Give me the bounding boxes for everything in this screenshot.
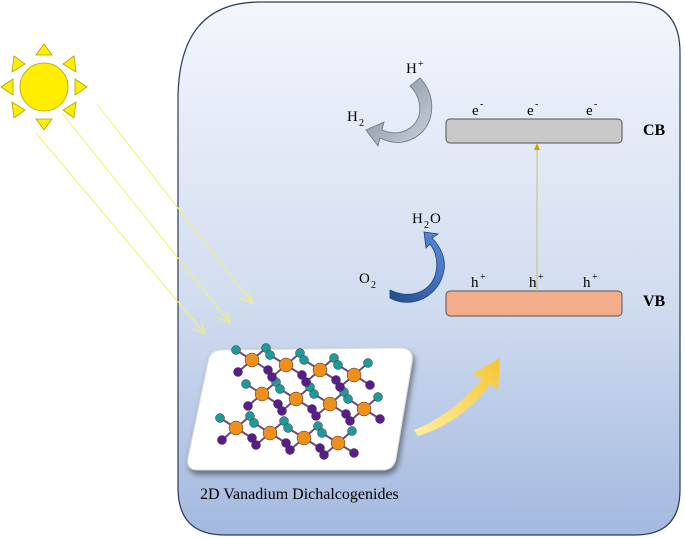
purple-chalcogen-atom xyxy=(217,435,227,445)
vanadium-atom xyxy=(278,357,294,373)
purple-chalcogen-atom xyxy=(335,382,345,392)
teal-chalcogen-atom xyxy=(215,413,225,423)
h-plus-base: H xyxy=(406,61,417,77)
cb-label: CB xyxy=(643,122,666,139)
valence-band xyxy=(445,290,623,317)
sun-icon xyxy=(0,43,88,131)
curved-arrow-blue xyxy=(389,231,445,303)
h2-subscript: 2 xyxy=(359,118,364,129)
crystal-platform xyxy=(187,347,413,471)
teal-chalcogen-atom xyxy=(333,360,343,370)
vanadium-atom xyxy=(356,401,372,417)
teal-chalcogen-atom xyxy=(343,394,353,404)
purple-chalcogen-atom xyxy=(319,450,329,460)
h2o-h: H xyxy=(412,211,423,227)
purple-chalcogen-atom xyxy=(267,372,277,382)
hole-1: h xyxy=(471,275,479,291)
purple-chalcogen-atom xyxy=(277,406,287,416)
purple-chalcogen-atom xyxy=(233,367,243,377)
hole-3-charge: + xyxy=(592,272,598,283)
purple-chalcogen-atom xyxy=(345,416,355,426)
teal-chalcogen-atom xyxy=(275,384,285,394)
teal-chalcogen-atom xyxy=(265,350,275,360)
hole-2-charge: + xyxy=(538,272,544,283)
vanadium-atom xyxy=(322,396,338,412)
vanadium-atom xyxy=(330,435,346,451)
purple-chalcogen-atom xyxy=(251,440,261,450)
teal-chalcogen-atom xyxy=(373,392,383,402)
teal-chalcogen-atom xyxy=(231,345,241,355)
purple-chalcogen-atom xyxy=(365,380,375,390)
purple-chalcogen-atom xyxy=(243,401,253,411)
purple-chalcogen-atom xyxy=(349,448,359,458)
h2o-subscript: 2 xyxy=(424,220,429,231)
crystal-lattice xyxy=(215,343,385,460)
teal-chalcogen-atom xyxy=(241,379,251,389)
h2-base: H xyxy=(347,109,358,125)
vanadium-atom xyxy=(312,362,328,378)
teal-chalcogen-atom xyxy=(309,389,319,399)
electron-3-charge: - xyxy=(594,99,598,110)
vanadium-atom xyxy=(288,391,304,407)
electron-1: e xyxy=(472,103,479,119)
vanadium-atom xyxy=(296,430,312,446)
teal-chalcogen-atom xyxy=(363,358,373,368)
teal-chalcogen-atom xyxy=(283,423,293,433)
vb-label: VB xyxy=(643,293,666,310)
electron-2-charge: - xyxy=(535,99,539,110)
excitation-arrow xyxy=(534,143,540,291)
h-plus-charge: + xyxy=(418,59,424,70)
gold-arrow xyxy=(414,358,500,436)
electron-1-charge: - xyxy=(480,99,484,110)
o2-base: O xyxy=(359,271,370,287)
vanadium-atom xyxy=(228,420,244,436)
teal-chalcogen-atom xyxy=(249,418,259,428)
h2o-o: O xyxy=(430,211,441,227)
hole-2: h xyxy=(529,275,537,291)
purple-chalcogen-atom xyxy=(375,414,385,424)
teal-chalcogen-atom xyxy=(347,426,357,436)
vanadium-atom xyxy=(346,367,362,383)
hole-1-charge: + xyxy=(480,272,486,283)
curved-arrow-gray xyxy=(365,77,433,147)
purple-chalcogen-atom xyxy=(311,411,321,421)
teal-chalcogen-atom xyxy=(299,355,309,365)
electron-3: e xyxy=(586,103,593,119)
hole-3: h xyxy=(583,275,591,291)
conduction-band xyxy=(445,118,623,144)
material-caption: 2D Vanadium Dichalcogenides xyxy=(200,486,399,503)
purple-chalcogen-atom xyxy=(301,377,311,387)
electron-2: e xyxy=(527,103,534,119)
vanadium-atom xyxy=(244,352,260,368)
light-rays xyxy=(35,103,253,335)
vanadium-atom xyxy=(262,425,278,441)
purple-chalcogen-atom xyxy=(285,445,295,455)
o2-subscript: 2 xyxy=(371,280,376,291)
teal-chalcogen-atom xyxy=(317,428,327,438)
vanadium-atom xyxy=(254,386,270,402)
